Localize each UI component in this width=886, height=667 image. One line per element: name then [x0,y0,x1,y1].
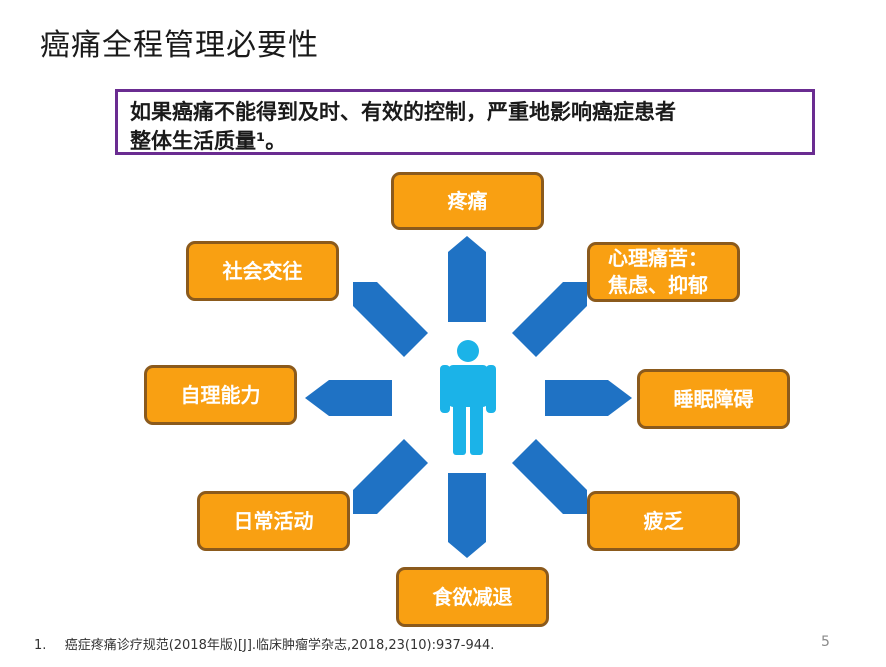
box-social-interaction: 社会交往 [186,241,339,301]
arrow-up [448,236,486,322]
arrow-up-right [512,282,587,357]
box-selfcare-label: 自理能力 [180,382,261,407]
footnote-number: 1. [34,638,47,653]
arrow-up-left [353,282,428,357]
box-appetite-loss: 食欲减退 [396,567,549,627]
box-daily-label: 日常活动 [233,508,314,533]
callout-line-2: 整体生活质量¹。 [130,129,287,153]
box-sleep-disorder: 睡眠障碍 [637,369,790,429]
page-number: 5 [821,634,830,650]
box-psychological-distress: 心理痛苦： 焦虑、抑郁 [587,242,740,302]
box-fatigue-label: 疲乏 [643,508,684,533]
slide-title: 癌痛全程管理必要性 [40,28,319,63]
box-pain-label: 疼痛 [447,188,488,213]
callout-box: 如果癌痛不能得到及时、有效的控制，严重地影响癌症患者 整体生活质量¹。 [115,89,815,155]
arrow-right [545,380,632,416]
box-fatigue: 疲乏 [587,491,740,551]
box-social-label: 社会交往 [222,258,303,283]
box-appetite-label: 食欲减退 [432,584,513,609]
callout-line-1: 如果癌痛不能得到及时、有效的控制，严重地影响癌症患者 [130,100,676,124]
box-daily-activities: 日常活动 [197,491,350,551]
person-icon [440,340,496,455]
arrow-down-left [353,439,428,514]
footnote-text: 癌症疼痛诊疗规范(2018年版)[J].临床肿瘤学杂志,2018,23(10):… [64,638,495,653]
box-self-care: 自理能力 [144,365,297,425]
box-psychological-line-1: 心理痛苦： [608,246,708,270]
arrow-down-right [512,439,587,514]
box-pain: 疼痛 [391,172,544,230]
box-sleep-label: 睡眠障碍 [673,386,754,411]
footnote: 1. 癌症疼痛诊疗规范(2018年版)[J].临床肿瘤学杂志,2018,23(1… [34,634,494,653]
arrow-down [448,473,486,558]
arrow-left [305,380,392,416]
box-psychological-line-2: 焦虑、抑郁 [608,273,708,297]
